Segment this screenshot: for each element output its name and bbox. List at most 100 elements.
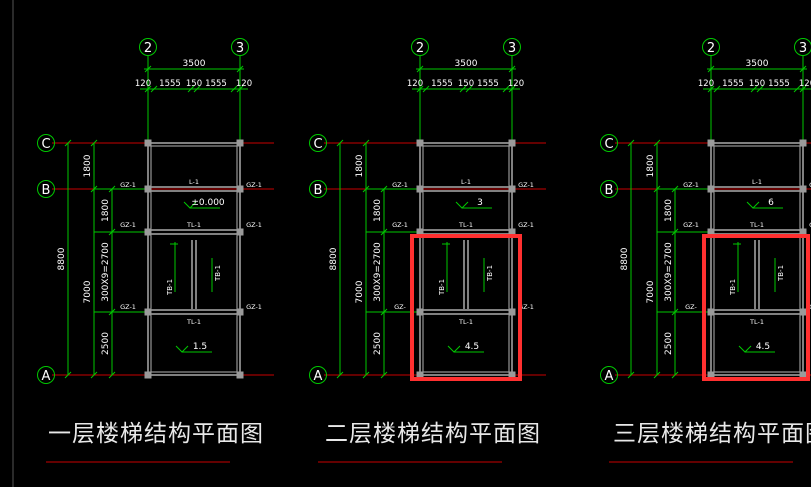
dim-tick (108, 371, 116, 379)
gz-label: GZ-1 (392, 181, 408, 189)
column-gz (416, 371, 424, 379)
gz-label: GZ-1 (120, 181, 136, 189)
left-dim-text: 7000 (83, 280, 93, 303)
column-gz (144, 371, 152, 379)
highlight-box (410, 234, 522, 381)
stair-outline (419, 142, 513, 376)
column-gz (799, 228, 807, 236)
dim-tick (653, 139, 661, 147)
segment-dim-text: 1555 (477, 79, 499, 89)
b-tl-dim-text: 1800 (373, 199, 383, 222)
axis-3-bubble-label: 3 (236, 41, 244, 56)
elevation-text: 4.5 (465, 342, 479, 352)
axis-b-bubble-circle (309, 180, 327, 198)
gz-label: GZ-1 (809, 303, 811, 311)
dim-tick (64, 371, 72, 379)
elevation-triangle (746, 201, 760, 209)
dim-tick (502, 85, 510, 93)
elevation-text: ±0.000 (191, 198, 225, 208)
plan-title-1: 一层楼梯结构平面图 (48, 421, 264, 447)
stair-outline-inner (422, 145, 510, 373)
column-gz (707, 228, 715, 236)
dim-tick (90, 371, 98, 379)
dim-tick (187, 85, 195, 93)
axis-b-bubble-label: B (605, 183, 614, 198)
dim-tick (750, 85, 758, 93)
tl1-label: TL-1 (186, 318, 201, 326)
stair-outline (710, 142, 804, 376)
dim-tick (653, 371, 661, 379)
gz-label: GZ-1 (809, 181, 811, 189)
stair-run-dim-text: 300X9=2700 (101, 242, 111, 302)
column-gz (416, 139, 424, 147)
cb-dim-text: 1800 (83, 154, 93, 177)
elevation-text: 6 (768, 198, 774, 208)
column-gz (416, 185, 424, 193)
segment-dim-text: 1555 (205, 79, 227, 89)
axis-c-bubble-label: C (604, 137, 613, 152)
axis-b-bubble-label: B (42, 183, 51, 198)
cb-dim-text: 1800 (646, 154, 656, 177)
tl1-label: TL-1 (186, 221, 201, 229)
column-gz (508, 185, 516, 193)
dim-tick (416, 65, 424, 73)
l1-label: L-1 (461, 178, 471, 186)
dim-tick (150, 85, 158, 93)
gz-label: GZ-1 (246, 303, 262, 311)
dim-tick (756, 85, 764, 93)
column-gz (707, 371, 715, 379)
column-gz (508, 308, 516, 316)
dim-tick (799, 65, 807, 73)
column-gz (416, 228, 424, 236)
elevation-text: 4.5 (756, 342, 770, 352)
bottom-bay-dim-text: 2500 (373, 332, 383, 355)
elevation-triangle (175, 345, 189, 353)
dim-tick (362, 371, 370, 379)
dim-tick (336, 371, 344, 379)
axis-2-bubble-label: 2 (416, 41, 424, 56)
elevation-triangle (738, 345, 752, 353)
column-gz (416, 308, 424, 316)
column-gz (707, 139, 715, 147)
gz-label: GZ-1 (518, 303, 534, 311)
bottom-bay-dim-text: 2500 (664, 332, 674, 355)
segment-dim-text: 120 (799, 79, 811, 89)
axis-b-bubble-label: B (314, 183, 323, 198)
gz-label: GZ-1 (392, 221, 408, 229)
tl1-label: TL-1 (749, 318, 764, 326)
dim-tick (236, 85, 244, 93)
dim-tick (707, 65, 715, 73)
segment-dim-text: 1555 (722, 79, 744, 89)
left-dim-text: 7000 (355, 280, 365, 303)
cb-dim-text: 1800 (355, 154, 365, 177)
axis-a-bubble-circle (600, 366, 618, 384)
column-gz (144, 185, 152, 193)
column-gz (144, 228, 152, 236)
tl1-label: TL-1 (749, 221, 764, 229)
dim-tick (627, 139, 635, 147)
column-gz (799, 185, 807, 193)
column-gz (236, 185, 244, 193)
tb1-label-left: TB-1 (166, 279, 174, 296)
gz-label: GZ-1 (246, 181, 262, 189)
width-dim-text: 3500 (183, 59, 206, 69)
column-gz (508, 139, 516, 147)
dim-tick (508, 65, 516, 73)
gz-label: GZ- (394, 303, 406, 311)
segment-dim-text: 1555 (159, 79, 181, 89)
column-gz (144, 308, 152, 316)
tb1-label-right: TB-1 (214, 265, 222, 282)
gz-label: GZ-1 (518, 221, 534, 229)
column-gz (236, 371, 244, 379)
dim-tick (671, 371, 679, 379)
axis-3-bubble-label: 3 (508, 41, 516, 56)
axis-a-bubble-label: A (314, 369, 323, 384)
segment-dim-text: 150 (458, 79, 474, 89)
b-tl-dim-text: 1800 (101, 199, 111, 222)
axis-c-bubble-label: C (41, 137, 50, 152)
column-gz (236, 308, 244, 316)
dim-tick (193, 85, 201, 93)
stair-plan-3: 23350012015551501555120CBA88001800700018… (600, 38, 811, 463)
dim-tick (230, 85, 238, 93)
axis-3-bubble-circle (794, 38, 811, 56)
